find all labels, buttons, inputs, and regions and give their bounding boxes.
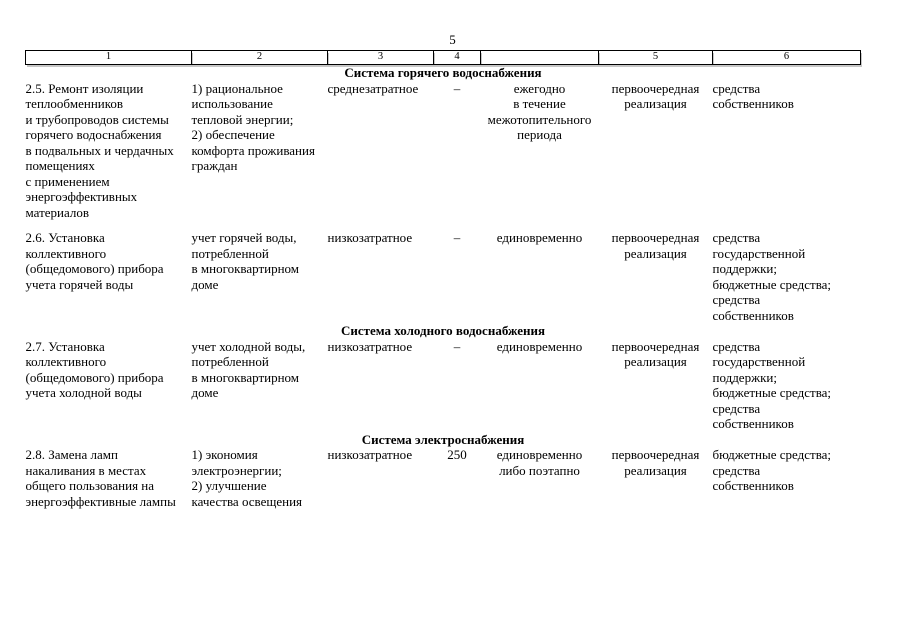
cell-cost: низкозатратное: [327, 230, 413, 245]
section-row-hot-water: Система горячего водоснабжения: [26, 65, 861, 81]
cell-measure: 2.6. Установка коллективного (общедомово…: [25, 230, 164, 292]
cell-priority: первоочередная реализация: [611, 230, 700, 261]
cell-cost: низкозатратное: [327, 447, 413, 462]
cell-funding: средства собственников: [712, 80, 794, 112]
cell-amount: 250: [447, 447, 467, 462]
cell-amount: –: [453, 80, 461, 96]
cell-cost: среднезатратное: [327, 80, 419, 96]
cell-funding: средства государственной поддержки; бюдж…: [712, 338, 832, 432]
section-title-electricity: Система электроснабжения: [361, 431, 525, 447]
cell-funding: средства государственной поддержки; бюдж…: [712, 230, 832, 323]
cell-timing: единовременно либо поэтапно: [496, 447, 583, 478]
measures-table: 1 2 3 4 5 6 Система горячего водоснабжен…: [25, 50, 861, 509]
section-row-cold-water: Система холодного водоснабжения: [26, 323, 861, 339]
cell-funding: бюджетные средства; средства собственник…: [712, 447, 832, 493]
cell-amount: –: [453, 230, 461, 245]
cell-cost: низкозатратное: [327, 338, 413, 354]
cell-benefits: 1) рациональное использование тепловой э…: [191, 80, 315, 174]
cell-priority: первоочередная реализация: [611, 338, 700, 370]
section-title-cold-water: Система холодного водоснабжения: [340, 323, 546, 338]
section-row-electricity: Система электроснабжения: [26, 432, 861, 448]
cell-benefits: учет горячей воды, потребленной в многок…: [191, 230, 300, 292]
column-header-6: 6: [712, 50, 861, 65]
table-row-2-7: 2.7. Установка коллективного (общедомово…: [26, 339, 861, 432]
cell-measure: 2.8. Замена ламп накаливания в местах об…: [25, 447, 176, 509]
cell-benefits: учет холодной воды, потребленной в много…: [191, 338, 306, 401]
cell-timing: единовременно: [496, 338, 583, 354]
column-header-2: 2: [191, 50, 328, 65]
column-header-1: 1: [25, 50, 192, 65]
cell-priority: первоочередная реализация: [611, 447, 700, 478]
section-title-hot-water: Система горячего водоснабжения: [344, 65, 542, 80]
cell-amount: –: [453, 338, 461, 354]
cell-measure: 2.5. Ремонт изоляции теплообменников и т…: [25, 80, 174, 220]
column-header-3: 3: [327, 50, 434, 65]
column-header-4: 4: [433, 50, 481, 65]
table-header-row: 1 2 3 4 5 6: [25, 50, 861, 65]
page-number: 5: [449, 32, 456, 47]
column-header-5: 5: [598, 50, 713, 65]
table-row-2-6: 2.6. Установка коллективного (общедомово…: [26, 230, 861, 323]
column-header-blank: [480, 50, 599, 65]
cell-measure: 2.7. Установка коллективного (общедомово…: [25, 338, 164, 401]
cell-timing: ежегодно в течение межотопительного пери…: [487, 80, 592, 143]
cell-timing: единовременно: [496, 230, 583, 245]
table-row-2-8: 2.8. Замена ламп накаливания в местах об…: [26, 447, 861, 509]
table-row-2-5: 2.5. Ремонт изоляции теплообменников и т…: [26, 81, 861, 231]
cell-priority: первоочередная реализация: [611, 80, 700, 112]
cell-benefits: 1) экономия электроэнергии; 2) улучшение…: [191, 447, 303, 509]
